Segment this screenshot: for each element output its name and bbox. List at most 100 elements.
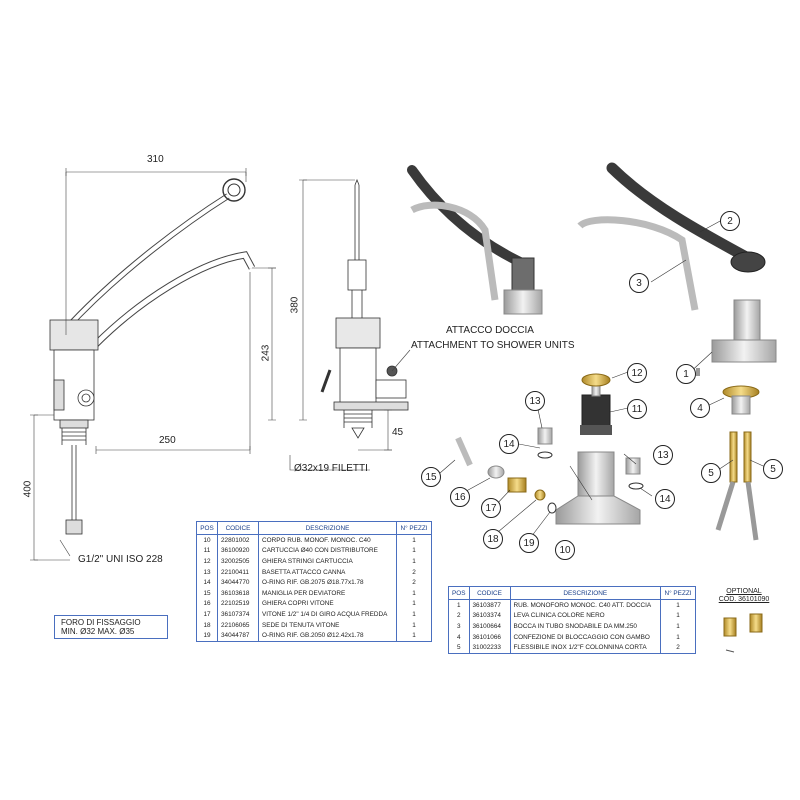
cell-description: O-RING RIF. GB.2050 Ø12.42x1.78: [258, 630, 397, 642]
thread-label: Ø32x19 FILETTI: [294, 463, 368, 474]
cell-code: 32002505: [217, 556, 259, 567]
callout-10: 10: [555, 540, 575, 560]
callout-2: 2: [720, 211, 740, 231]
cell-description: BOCCA IN TUBO SNODABILE DA MM.250: [509, 621, 661, 632]
cell-qty: 1: [396, 556, 432, 567]
cell-description: SEDE DI TENUTA VITONE: [258, 619, 397, 631]
dim-250: 250: [159, 435, 176, 446]
cell-pos: 4: [448, 631, 470, 643]
cell-pos: 5: [448, 642, 470, 654]
callout-1: 1: [676, 364, 696, 384]
cell-code: 36100664: [468, 621, 511, 632]
shower-attachment-line2: ATTACHMENT TO SHOWER UNITS: [411, 340, 575, 351]
callout-11: 11: [627, 399, 647, 419]
front-view: [30, 168, 276, 561]
dim-400: 400: [22, 480, 34, 498]
callout-14-right: 14: [655, 489, 675, 509]
cell-qty: 1: [660, 599, 696, 611]
cell-code: 22801002: [217, 534, 259, 546]
callout-18: 18: [483, 529, 503, 549]
cell-qty: 1: [396, 609, 432, 620]
cell-pos: 12: [196, 556, 218, 567]
fixing-hole-line1: FORO DI FISSAGGIO: [61, 618, 141, 627]
cell-code: 36103618: [217, 587, 259, 599]
cell-qty: 1: [396, 545, 432, 557]
shower-attachment-line1: ATTACCO DOCCIA: [446, 325, 534, 336]
cell-qty: 1: [396, 587, 432, 599]
cell-qty: 1: [396, 534, 432, 546]
callout-5-left: 5: [701, 463, 721, 483]
cell-qty: 2: [660, 642, 696, 654]
side-view: [289, 178, 411, 471]
cell-code: 36100920: [217, 545, 259, 557]
cell-code: 34044787: [217, 630, 259, 642]
assembly-left: [407, 165, 543, 315]
cell-description: LEVA CLINICA COLORE NERO: [509, 610, 661, 622]
cell-description: CORPO RUB. MONOF. MONOC. C40: [258, 534, 397, 546]
cell-pos: 18: [196, 619, 218, 631]
table-header-row: POS CODICE DESCRIZIONE N° PEZZI: [448, 586, 696, 600]
dim-380: 380: [289, 296, 301, 314]
cell-qty: 2: [396, 577, 432, 588]
col-code: CODICE: [468, 586, 511, 600]
cell-code: 34044770: [217, 577, 259, 588]
callout-19: 19: [519, 533, 539, 553]
dim-45: 45: [392, 427, 404, 438]
callout-13-right: 13: [653, 445, 673, 465]
cell-qty: 2: [396, 566, 432, 578]
fixing-hole-note: FORO DI FISSAGGIO MIN. Ø32 MAX. Ø35: [54, 615, 168, 640]
cell-code: 36103877: [468, 599, 511, 611]
table-header-row: POS CODICE DESCRIZIONE N° PEZZI: [196, 521, 432, 535]
cell-qty: 1: [660, 610, 696, 622]
parts-table-right: POS CODICE DESCRIZIONE N° PEZZI 1 3610387…: [448, 586, 696, 654]
col-description: DESCRIZIONE: [258, 521, 397, 535]
cell-pos: 3: [448, 621, 470, 632]
col-description: DESCRIZIONE: [509, 586, 661, 600]
callout-14-left: 14: [499, 434, 519, 454]
cell-qty: 1: [396, 598, 432, 610]
inlet-label: G1/2" UNI ISO 228: [78, 554, 163, 565]
callout-13-left: 13: [525, 391, 545, 411]
callout-16: 16: [450, 487, 470, 507]
col-qty: N° PEZZI: [396, 521, 432, 535]
dim-310: 310: [147, 154, 164, 165]
callout-17: 17: [481, 498, 501, 518]
cell-code: 36101066: [468, 631, 511, 643]
cell-description: GHIERA COPRI VITONE: [258, 598, 397, 610]
cell-pos: 17: [196, 609, 218, 620]
cell-description: CONFEZIONE DI BLOCCAGGIO CON GAMBO: [509, 631, 661, 643]
cell-description: RUB. MONOFORO MONOC. C40 ATT. DOCCIA: [509, 599, 661, 611]
col-pos: POS: [196, 521, 218, 535]
col-pos: POS: [448, 586, 470, 600]
cell-pos: 2: [448, 610, 470, 622]
cell-pos: 13: [196, 566, 218, 578]
col-code: CODICE: [217, 521, 259, 535]
assembly-right: [577, 162, 777, 541]
fixing-hole-line2: MIN. Ø32 MAX. Ø35: [61, 627, 135, 637]
optional-label: OPTIONAL COD. 36101090: [713, 588, 775, 603]
cell-code: 31002233: [468, 642, 511, 654]
exploded-parts: [455, 373, 763, 653]
cell-code: 22100411: [217, 566, 259, 578]
callout-4: 4: [690, 398, 710, 418]
cell-qty: 1: [660, 621, 696, 632]
cell-code: 22102519: [217, 598, 259, 610]
cell-description: BASETTA ATTACCO CANNA: [258, 566, 397, 578]
cell-description: GHIERA STRINGI CARTUCCIA: [258, 556, 397, 567]
cell-pos: 14: [196, 577, 218, 588]
